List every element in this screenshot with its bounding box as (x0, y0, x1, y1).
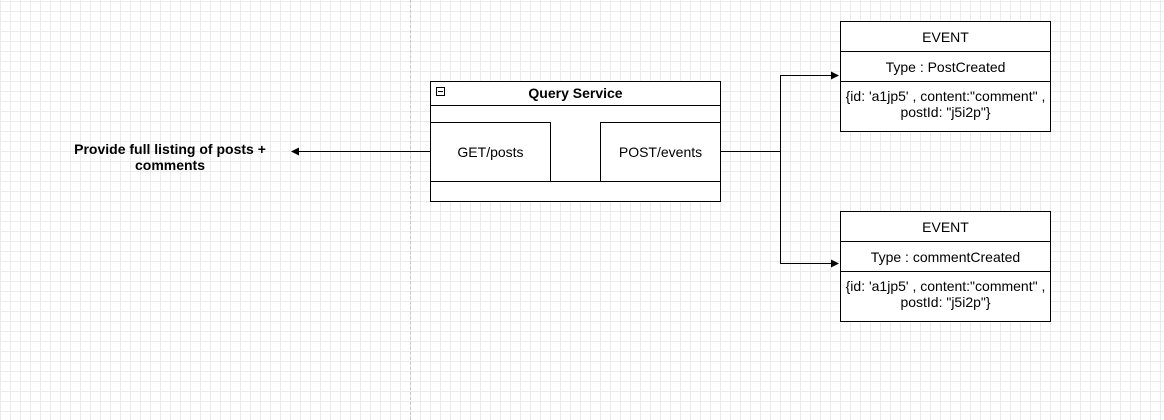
query-service-container[interactable]: Query Service GET/posts POST/events (430, 81, 721, 202)
query-service-header: Query Service (431, 82, 720, 106)
event-type: Type : commentCreated (841, 242, 1050, 272)
listing-caption-text: Provide full listing of posts + comments (74, 141, 266, 173)
event-type: Type : PostCreated (841, 52, 1050, 82)
event-payload: {id: 'a1jp5' , content:"comment" , postI… (845, 278, 1046, 310)
collapse-icon[interactable] (436, 87, 445, 96)
page-boundary-guide (410, 0, 411, 420)
query-service-footer-divider (431, 181, 720, 182)
comment-created-connector (780, 151, 839, 268)
event-post-created[interactable]: EVENT Type : PostCreated {id: 'a1jp5' , … (840, 21, 1051, 132)
query-service-title: Query Service (528, 85, 623, 101)
event-title: EVENT (841, 22, 1050, 52)
get-posts-label: GET/posts (457, 144, 524, 160)
post-created-connector (720, 71, 839, 152)
listing-caption: Provide full listing of posts + comments (60, 141, 280, 173)
event-payload: {id: 'a1jp5' , content:"comment" , postI… (845, 88, 1046, 120)
event-comment-created[interactable]: EVENT Type : commentCreated {id: 'a1jp5'… (840, 211, 1051, 322)
event-title: EVENT (841, 212, 1050, 242)
get-posts-endpoint[interactable]: GET/posts (430, 122, 551, 182)
post-events-label: POST/events (618, 144, 703, 160)
